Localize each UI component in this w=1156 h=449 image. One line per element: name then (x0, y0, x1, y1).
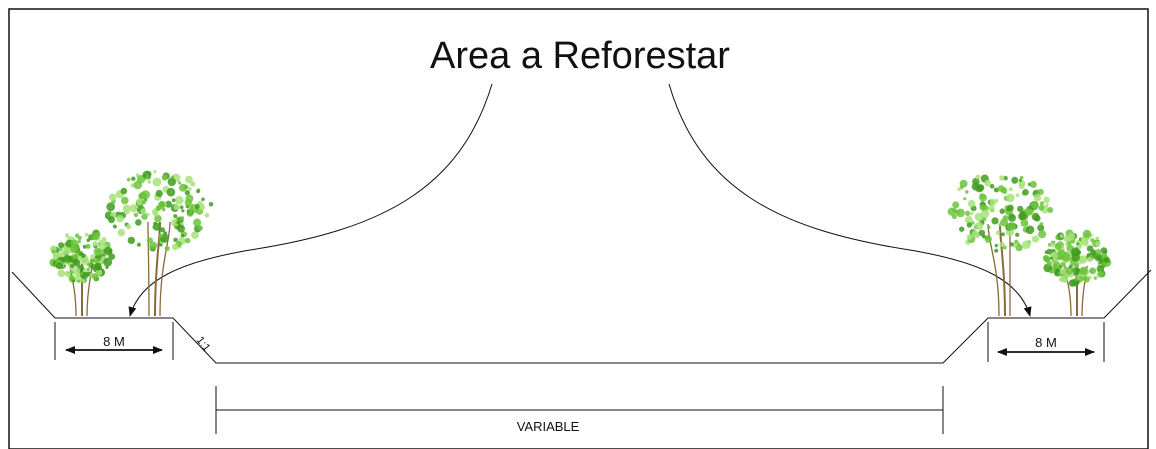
bottom-width-dimension: VARIABLE (215, 386, 944, 434)
tree-icon-left-small (49, 229, 116, 317)
callout-curve-left (128, 83, 493, 317)
slope-ratio-label: 1:1 (194, 334, 213, 353)
bottom-width-label: VARIABLE (517, 419, 580, 434)
channel-profile-line (11, 269, 1152, 364)
left-width-label: 8 M (103, 334, 125, 349)
diagram-title: Area a Reforestar (430, 35, 730, 77)
tree-icon-left-large (104, 170, 214, 317)
tree-group (49, 170, 1112, 317)
tree-icon-right-large (947, 174, 1054, 317)
right-width-label: 8 M (1035, 335, 1057, 350)
tree-icon-right-small (1042, 229, 1112, 317)
drawing-border (8, 8, 1149, 449)
left-width-dimension: 8 M (54, 322, 174, 360)
right-width-dimension: 8 M (987, 322, 1105, 362)
callout-curve-right (668, 83, 1032, 317)
